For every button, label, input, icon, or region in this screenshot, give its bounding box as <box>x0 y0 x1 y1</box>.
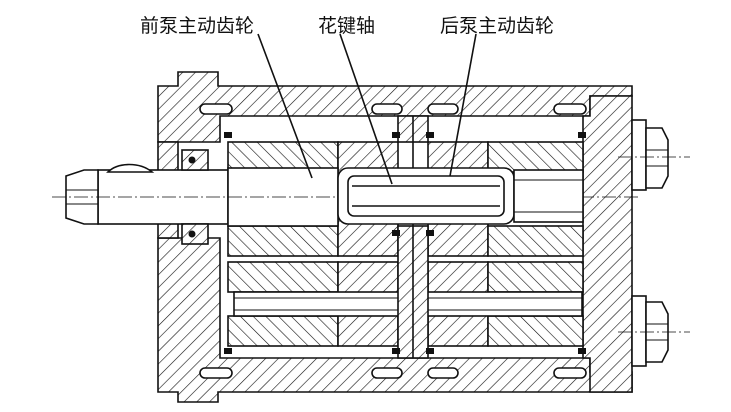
rear-gear-body <box>513 169 584 223</box>
leader-lines <box>257 33 477 185</box>
shaft-seal <box>181 149 209 245</box>
label-rear-drive-gear: 后泵主动齿轮 <box>440 15 554 37</box>
end-bolts <box>618 119 690 367</box>
label-front-drive-gear: 前泵主动齿轮 <box>140 15 254 37</box>
label-spline-shaft: 花键轴 <box>318 15 375 37</box>
locating-pins <box>199 103 587 379</box>
o-ring-seals <box>224 132 586 354</box>
spline-shaft <box>337 167 515 225</box>
drive-shaft <box>52 163 640 227</box>
center-plate <box>397 115 429 359</box>
